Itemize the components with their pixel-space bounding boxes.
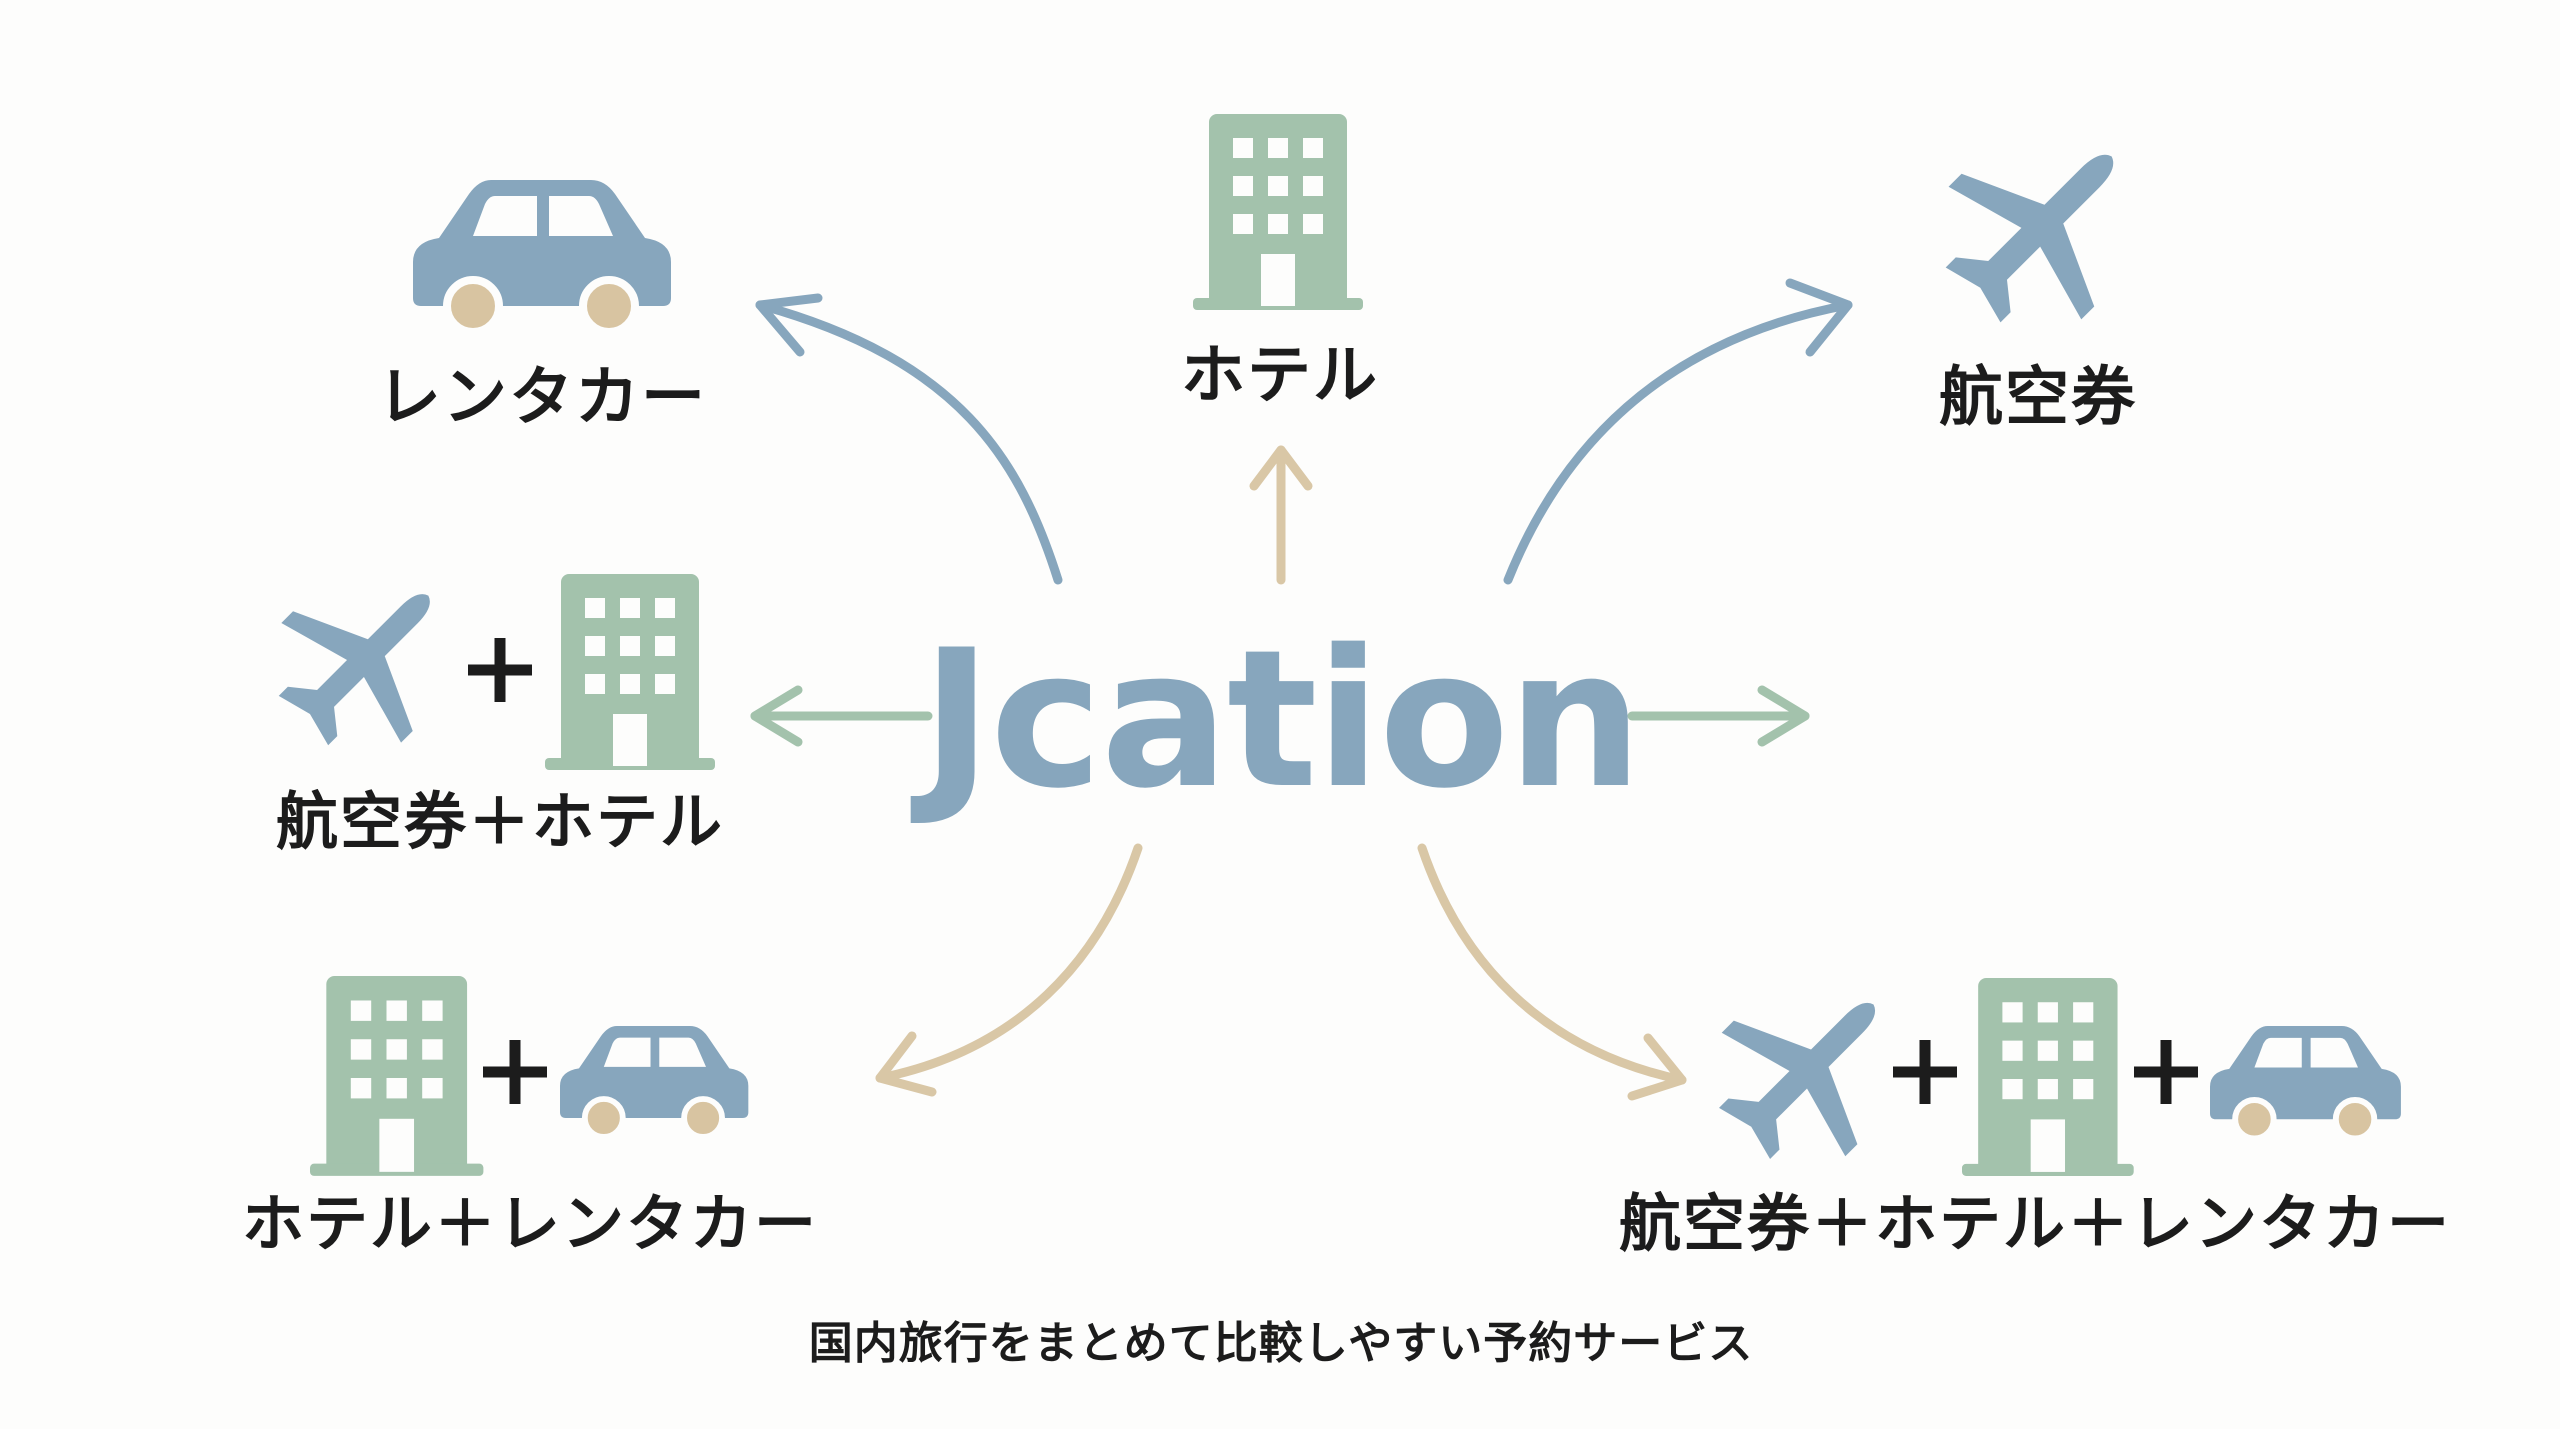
building-icon [1962, 978, 2134, 1176]
tagline: 国内旅行をまとめて比較しやすい予約サービス [808, 1318, 1754, 1369]
arrow-to-air-ticket [1503, 278, 1853, 585]
car-icon [2210, 1026, 2401, 1138]
hotel-label: ホテル [1181, 339, 1379, 413]
air-ticket-label: 航空券 [1939, 361, 2137, 435]
arrow-to-air-hotel-car [1417, 843, 1687, 1101]
air-hotel-label: 航空券＋ホテル [275, 785, 725, 858]
hotel-car-label: ホテル＋レンタカー [241, 1187, 819, 1260]
building-icon [1193, 114, 1363, 310]
car-icon [560, 1026, 748, 1137]
plus-icon [2134, 1040, 2198, 1104]
arrow-to-rental-car [755, 293, 1063, 585]
arrow-to-air-hotel [750, 685, 933, 747]
plus-icon [1893, 1040, 1957, 1104]
airplane-icon [243, 535, 489, 781]
rental-car-label: レンタカー [377, 361, 707, 435]
plus-icon [468, 638, 532, 702]
brand-logo-text: Jcation [921, 609, 1642, 830]
airplane-icon [1906, 90, 2178, 362]
arrow-to-hotel [1249, 445, 1313, 585]
arrow-to-hotel-car [875, 843, 1143, 1097]
building-icon [310, 976, 484, 1176]
plus-icon [483, 1040, 547, 1104]
car-icon [413, 180, 671, 332]
arrow-to-right [1627, 685, 1810, 747]
building-icon [545, 574, 715, 770]
air-hotel-car-label: 航空券＋ホテル＋レンタカー [1618, 1187, 2452, 1260]
